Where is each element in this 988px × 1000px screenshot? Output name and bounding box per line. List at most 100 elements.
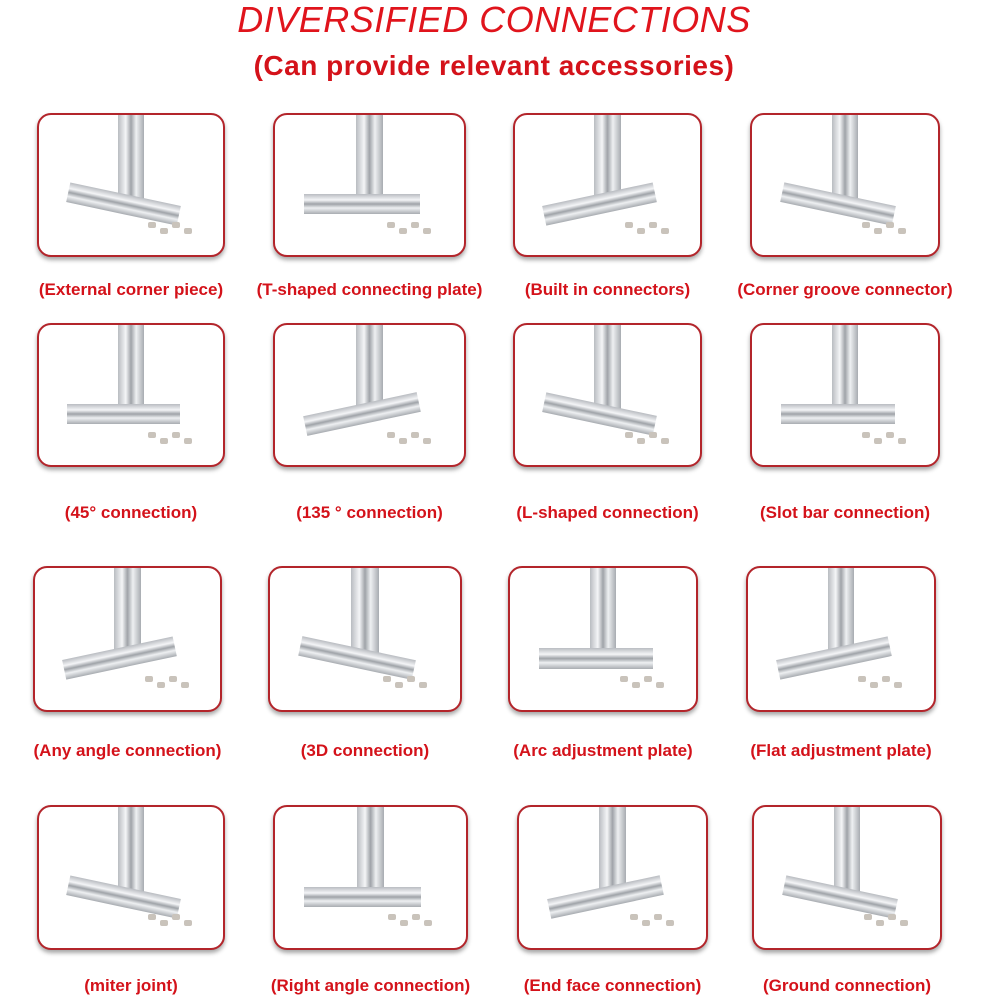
- fastener-part: [148, 914, 157, 921]
- fastener-part: [400, 920, 409, 927]
- fastener-part: [874, 227, 883, 234]
- fastener-part: [864, 914, 873, 921]
- fastener-part: [422, 227, 431, 234]
- fastener-part: [874, 437, 883, 444]
- connection-label: (miter joint): [84, 976, 178, 995]
- fastener-part: [388, 914, 397, 921]
- fastener-part: [862, 221, 871, 228]
- fastener-part: [665, 920, 674, 927]
- profile-horizontal: [304, 886, 422, 908]
- fastener-part: [876, 920, 885, 927]
- fastener-part: [660, 227, 669, 234]
- fastener-part: [624, 431, 633, 438]
- fastener-part: [386, 431, 395, 438]
- fastener-part: [406, 676, 415, 683]
- fastener-part: [172, 914, 181, 921]
- fastener-part: [632, 682, 641, 689]
- page-title: DIVERSIFIED CONNECTIONS: [237, 0, 751, 40]
- fastener-part: [858, 676, 867, 683]
- fastener-part: [862, 431, 871, 438]
- profile-vertical: [356, 115, 384, 205]
- fastener-part: [386, 221, 395, 228]
- profile-vertical: [594, 325, 621, 415]
- connection-image-135-connection: [273, 323, 466, 467]
- profile-vertical: [356, 807, 385, 897]
- connection-label: (Corner groove connector): [737, 280, 953, 299]
- connection-image-slot-bar-connection: [750, 323, 940, 467]
- fastener-part: [172, 431, 181, 438]
- connection-label: (End face connection): [523, 976, 702, 995]
- connection-image-right-angle-connection: [273, 805, 468, 950]
- fastener-part: [653, 914, 662, 921]
- connection-label: (3D connection): [300, 741, 430, 760]
- connection-image-arc-adjustment-plate: [508, 566, 698, 712]
- connection-image-t-shaped-connecting-plate: [273, 113, 466, 257]
- fastener-part: [184, 227, 193, 234]
- fastener-part: [894, 682, 903, 689]
- fastener-part: [382, 676, 391, 683]
- fastener-part: [398, 227, 407, 234]
- fastener-part: [629, 914, 638, 921]
- fastener-part: [184, 920, 193, 927]
- fastener-part: [641, 920, 650, 927]
- connection-image-corner-groove-connector: [750, 113, 940, 257]
- fastener-part: [870, 682, 879, 689]
- fastener-part: [636, 437, 645, 444]
- fastener-part: [656, 682, 665, 689]
- fastener-part: [184, 437, 193, 444]
- fastener-part: [410, 431, 419, 438]
- connection-image-45-connection: [37, 323, 225, 467]
- fastener-part: [648, 431, 657, 438]
- fastener-part: [422, 437, 431, 444]
- profile-vertical: [589, 568, 617, 659]
- fastener-part: [160, 227, 169, 234]
- page-subtitle: (Can provide relevant accessories): [253, 50, 735, 81]
- fastener-part: [172, 221, 181, 228]
- fastener-part: [160, 920, 169, 927]
- connection-label: (Slot bar connection): [760, 503, 930, 522]
- fastener-part: [888, 914, 897, 921]
- connection-image-any-angle-connection: [33, 566, 222, 712]
- fastener-part: [418, 682, 427, 689]
- connection-label: (Arc adjustment plate): [513, 741, 693, 760]
- connection-label: (External corner piece): [38, 280, 224, 299]
- profile-horizontal: [303, 194, 420, 215]
- fastener-part: [882, 676, 891, 683]
- profile-horizontal: [67, 404, 180, 425]
- connection-label: (135 ° connection): [296, 503, 443, 522]
- fastener-part: [168, 676, 177, 683]
- connection-label: (Any angle connection): [33, 741, 222, 760]
- connection-label: (Flat adjustment plate): [750, 741, 932, 760]
- fastener-part: [412, 914, 421, 921]
- connection-label: (45° connection): [64, 503, 198, 522]
- connection-label: (T-shaped connecting plate): [256, 280, 483, 299]
- fastener-part: [620, 676, 629, 683]
- profile-vertical: [831, 325, 859, 415]
- fastener-part: [148, 221, 157, 228]
- profile-vertical: [831, 115, 859, 205]
- profile-vertical: [117, 325, 145, 415]
- fastener-part: [886, 221, 895, 228]
- fastener-part: [898, 437, 907, 444]
- fastener-part: [660, 437, 669, 444]
- connection-image-ground-connection: [752, 805, 942, 950]
- fastener-part: [648, 221, 657, 228]
- fastener-part: [624, 221, 633, 228]
- profile-horizontal: [538, 648, 653, 669]
- fastener-part: [148, 431, 157, 438]
- connection-image-flat-adjustment-plate: [746, 566, 936, 712]
- profile-vertical: [351, 568, 379, 659]
- fastener-part: [394, 682, 403, 689]
- fastener-part: [156, 682, 165, 689]
- connection-label: (Built in connectors): [524, 280, 691, 299]
- profile-vertical: [117, 115, 145, 205]
- fastener-part: [180, 682, 189, 689]
- fastener-part: [424, 920, 433, 927]
- fastener-part: [398, 437, 407, 444]
- profile-vertical: [599, 807, 626, 897]
- connection-label: (Ground connection): [762, 976, 932, 995]
- fastener-part: [636, 227, 645, 234]
- connection-image-miter-joint: [37, 805, 225, 950]
- fastener-part: [898, 227, 907, 234]
- fastener-part: [144, 676, 153, 683]
